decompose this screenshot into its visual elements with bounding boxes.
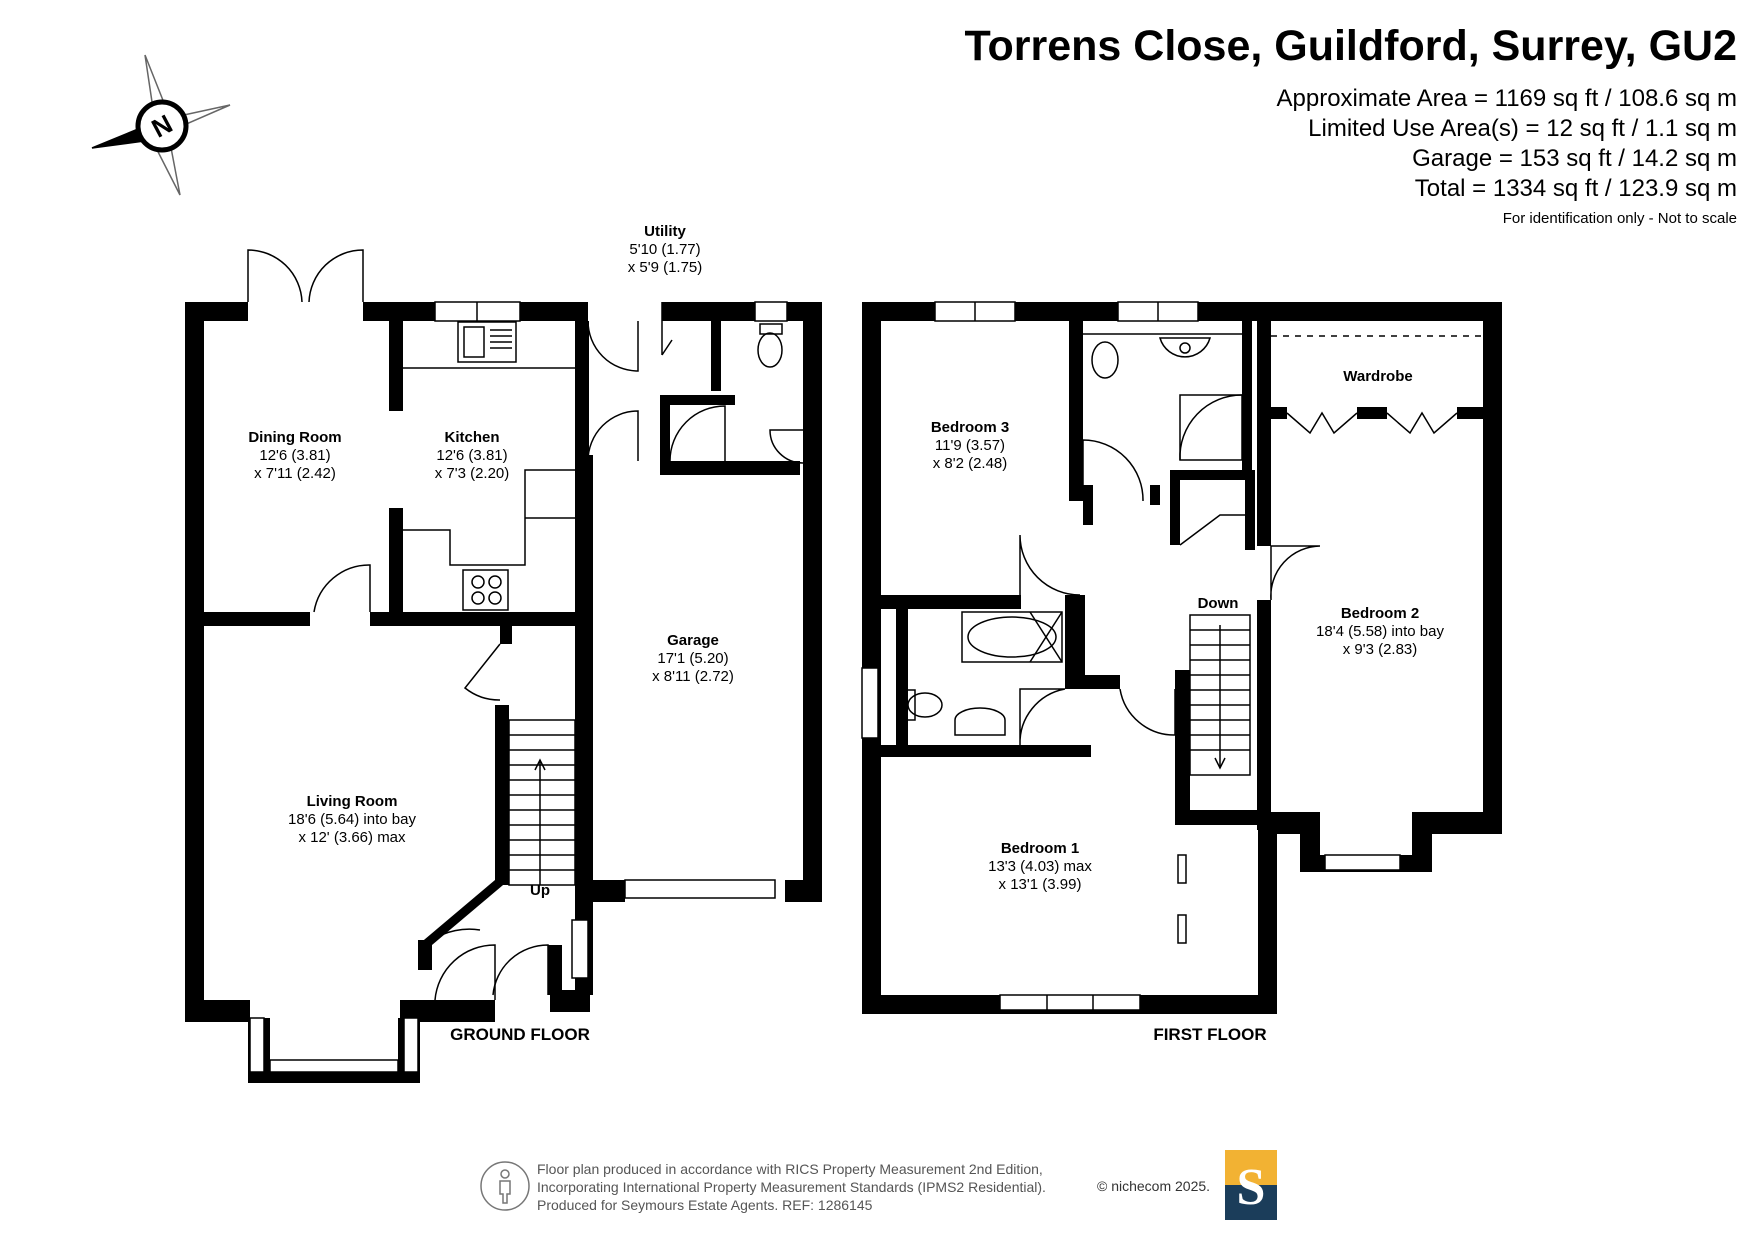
room-dim-kitchen-1: 12'6 (3.81) [436,447,507,464]
room-dim-garage-1: 17'1 (5.20) [657,650,728,667]
footer-line-3: Produced for Seymours Estate Agents. REF… [537,1197,873,1213]
room-dim-living-2: x 12' (3.66) max [298,829,406,846]
area-summary: Approximate Area = 1169 sq ft / 108.6 sq… [1277,84,1738,227]
garage-area: Garage = 153 sq ft / 14.2 sq m [1412,145,1737,172]
room-dim-utility-1: 5'10 (1.77) [629,241,700,258]
footer-notes: Floor plan produced in accordance with R… [537,1160,1046,1214]
room-dim-garage-2: x 8'11 (2.72) [652,668,734,685]
room-dim-bedroom2-1: 18'4 (5.58) into bay [1316,623,1444,640]
room-dim-bedroom1-1: 13'3 (4.03) max [988,858,1092,875]
first-floor-fittings [861,301,1483,1011]
ground-floor-label: GROUND FLOOR [450,1025,590,1044]
approximate-area: Approximate Area = 1169 sq ft / 108.6 sq… [1276,85,1738,112]
room-dim-bedroom3-1: 11'9 (3.57) [935,437,1005,454]
limited-use-area: Limited Use Area(s) = 12 sq ft / 1.1 sq … [1308,115,1737,142]
room-name-utility: Utility [644,223,686,240]
room-dim-bedroom3-2: x 8'2 (2.48) [933,455,1008,472]
room-dim-dining-2: x 7'11 (2.42) [254,465,336,482]
room-dim-utility-2: x 5'9 (1.75) [628,259,703,276]
copyright: © nichecom 2025. [1097,1178,1211,1194]
room-name-garage: Garage [667,632,719,649]
ground-floor-fittings [247,249,804,1073]
room-dim-bedroom2-2: x 9'3 (2.83) [1343,641,1418,658]
seymours-logo: S [1225,1150,1277,1220]
ground-floor-plan [185,302,822,1083]
room-name-living: Living Room [307,793,398,810]
footer-line-1: Floor plan produced in accordance with R… [537,1161,1043,1177]
disclaimer: For identification only - Not to scale [1502,210,1737,227]
room-name-wardrobe: Wardrobe [1343,368,1412,385]
person-measure-icon [480,1161,530,1211]
property-title: Torrens Close, Guildford, Surrey, GU2 [964,22,1737,70]
stairs-down-label: Down [1198,595,1239,612]
room-name-dining: Dining Room [248,429,341,446]
total-area: Total = 1334 sq ft / 123.9 sq m [1414,175,1737,202]
room-name-kitchen: Kitchen [444,429,499,446]
room-dim-kitchen-2: x 7'3 (2.20) [435,465,510,482]
room-labels: Utility 5'10 (1.77) x 5'9 (1.75) Dining … [248,223,1444,1044]
logo-letter: S [1236,1159,1266,1216]
room-dim-bedroom1-2: x 13'1 (3.99) [999,876,1082,893]
room-name-bedroom2: Bedroom 2 [1341,605,1419,622]
room-name-bedroom1: Bedroom 1 [1001,840,1079,857]
compass-icon: N [91,54,231,196]
room-dim-dining-1: 12'6 (3.81) [259,447,330,464]
stairs-up-label: Up [530,882,550,899]
room-dim-living-1: 18'6 (5.64) into bay [288,811,416,828]
footer-line-2: Incorporating International Property Mea… [537,1179,1046,1195]
first-floor-plan [862,302,1502,1014]
first-floor-label: FIRST FLOOR [1153,1025,1266,1044]
room-name-bedroom3: Bedroom 3 [931,419,1009,436]
